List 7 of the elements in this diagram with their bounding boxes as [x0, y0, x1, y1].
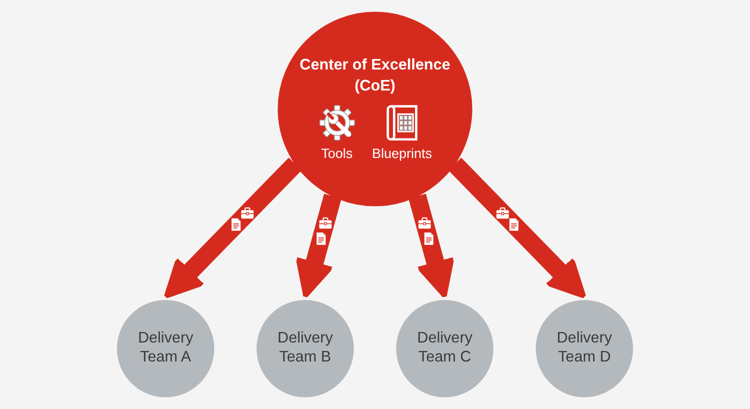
node-circle: Center of Excellence (CoE) Tools Blueprints: [278, 12, 472, 206]
node-circle: Delivery Team C: [396, 300, 494, 398]
node-circle: Delivery Team D: [536, 300, 634, 398]
node-circle: Delivery Team A: [116, 300, 214, 398]
arrow: [408, 194, 454, 300]
node-circle: Delivery Team B: [256, 300, 354, 398]
arrow: [296, 194, 342, 300]
